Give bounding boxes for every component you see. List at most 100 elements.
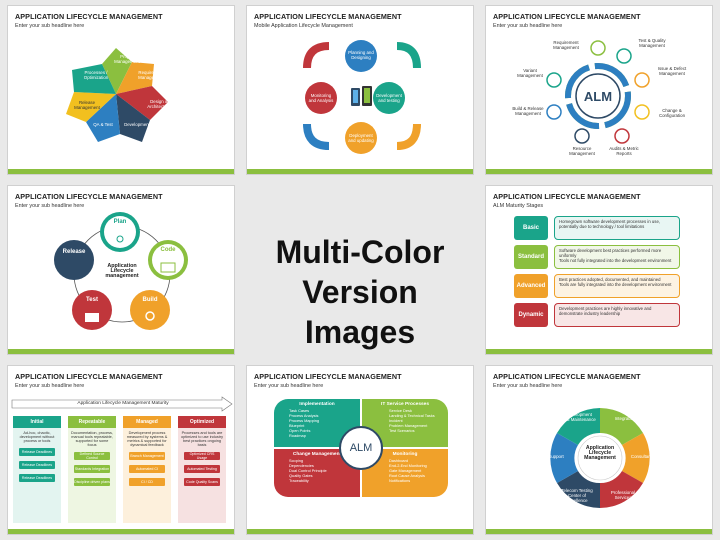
quadrant-item: Traceability [289,478,309,483]
column-button: Branch Management [129,452,165,460]
step-circle-development [373,82,405,114]
step-circle-monitoring [305,82,337,114]
stage-bullet: Development practices are highly innovat… [559,306,652,317]
alm-item-label: Issue & Defect Management [657,66,687,76]
segment-label: Consultancy [630,454,656,459]
headline: Multi-Color Version Images [246,232,474,352]
column-head: Repeatable [68,416,116,428]
alm-item-label: Variant Management [517,68,543,78]
slide-title: APPLICATION LIFECYCLE MANAGEMENT [254,12,402,21]
mobile-cycle-diagram [303,40,421,154]
stage-badge-dynamic: Dynamic [514,303,548,327]
petal-development [116,94,150,142]
segment-support [550,433,578,483]
slide-mobile-lifecycle[interactable]: APPLICATION LIFECYCLE MANAGEMENT Mobile … [246,5,474,175]
alm-ring-diagram: ALM [546,40,650,144]
alm-item-label: Test & Quality Management [638,38,666,48]
alm-center-text: ALM [584,89,612,104]
quadrant-head: IT Service Processes [380,402,429,407]
segment-label: Development and Maintenance [562,412,596,422]
alm-center-text: ALM [349,442,373,454]
column-button: Standards Integration [74,465,110,473]
slide-subtitle: Mobile Application Lifecycle Management [254,23,353,29]
quadrant-head: Change Management [292,452,342,457]
stage-description: Best practices adopted, documented, and … [554,274,680,298]
step-label: Development and testing [376,93,402,103]
quadrant-item: Dual Control Principle [289,468,327,473]
slide-title: APPLICATION LIFECYCLE MANAGEMENT [493,372,641,381]
quadrant-item: Dashboard [389,458,409,463]
stage-description: Development practices are highly innovat… [554,303,680,327]
slide-alm-circle[interactable]: APPLICATION LIFECYCLE MANAGEMENT Enter y… [485,5,713,175]
column-optimized: Optimized Processes and tools are optimi… [178,416,226,526]
alm-item-label: Audits & Metric Reports [609,146,639,156]
slide-maturity-stages[interactable]: APPLICATION LIFECYCLE MANAGEMENT ALM Mat… [485,185,713,355]
column-button: Automated CI [129,465,165,473]
petal-label: Development [124,122,150,127]
maturity-arrow [11,396,233,412]
slide-maturity-columns[interactable]: APPLICATION LIFECYCLE MANAGEMENT Enter y… [7,365,235,535]
slide-devops-cycle[interactable]: APPLICATION LIFECYCLE MANAGEMENT Enter y… [7,185,235,355]
stage-label: Release [62,249,86,255]
slide-alm-quadrants[interactable]: APPLICATION LIFECYCLE MANAGEMENT Enter y… [246,365,474,535]
slide-puzzle-ring[interactable]: APPLICATION LIFECYCLE MANAGEMENT Enter y… [485,365,713,535]
gear-icon [145,311,155,321]
item-icon [634,104,650,120]
stage-label: Plan [113,219,127,225]
petal-label: Design & Architecture [147,99,171,109]
column-head: Managed [123,416,171,428]
segment-development [557,408,600,445]
column-text: Development process measured by systems … [126,431,168,447]
quadrant-item: Process Analysis [289,413,319,418]
column-button: Release Deadlines [19,474,55,482]
petal-process [72,64,116,94]
stage-bullet: Tools not fully integrated into the deve… [559,258,672,264]
column-repeatable: Repeatable Documentation, process, manua… [68,416,116,526]
segment-consultancy [622,433,650,483]
item-icon [574,128,590,144]
devops-cycle-diagram [54,212,188,330]
column-body: Ad-hoc, chaotic, development without pro… [13,428,61,523]
alm-item-label: Build & Release Management [512,106,544,116]
stage-badge-standard: Standard [514,245,548,269]
slide-petal-diagram[interactable]: APPLICATION LIFECYCLE MANAGEMENT Enter y… [7,5,235,175]
segment-label: Integration [614,416,636,421]
puzzle-ring-diagram [550,408,650,508]
segment-integration [600,408,643,445]
quadrant-item: Root Cause Analysis [389,473,425,478]
stage-description: Homegrown software development processes… [554,216,680,240]
step-circle-planning [345,40,377,72]
column-button: Defined Source Control [74,452,110,460]
item-icon [546,72,562,88]
petal-design [116,86,168,120]
maturity-banner: Application Lifecycle Management Maturit… [77,401,169,406]
step-label: Planning and Designing [348,50,374,60]
segment-label: Telecom Testing Center of Excellence [561,488,593,503]
segment-professional [600,471,643,508]
stage-label: Test [86,297,98,303]
slide-title: APPLICATION LIFECYCLE MANAGEMENT [254,372,402,381]
petal-label: QA & Test [93,122,113,127]
slide-subtitle: Enter your sub headline here [15,383,85,389]
slide-title: APPLICATION LIFECYCLE MANAGEMENT [493,192,641,201]
column-button: Release Deadlines [19,461,55,469]
segment-label: Support [548,454,564,459]
headline-line: Multi-Color [275,234,445,270]
petal-release [66,92,116,122]
test-icon [85,313,99,322]
slide-subtitle: Enter your sub headline here [493,23,563,29]
ring-center-label: Application Lifecycle Management [584,445,616,461]
petal-label: Requirement Management [138,70,164,80]
quadrant-head: Implementation [299,402,335,407]
column-button: Discipline driven plans [74,478,110,486]
stage-circle-release [54,240,94,280]
stage-label: Build [142,297,158,303]
alm-item-label: Change & Configuration [658,108,686,118]
petal-label: Release Management [74,100,100,110]
quadrant-item: Blueprint [289,423,305,428]
column-text: Ad-hoc, chaotic, development without pro… [19,431,55,443]
quadrant-item: Problem Management [389,423,428,428]
alm-center-circle: ALM [339,426,383,470]
stage-description: Software development best practices perf… [554,245,680,269]
column-button: Release Deadlines [19,448,55,456]
